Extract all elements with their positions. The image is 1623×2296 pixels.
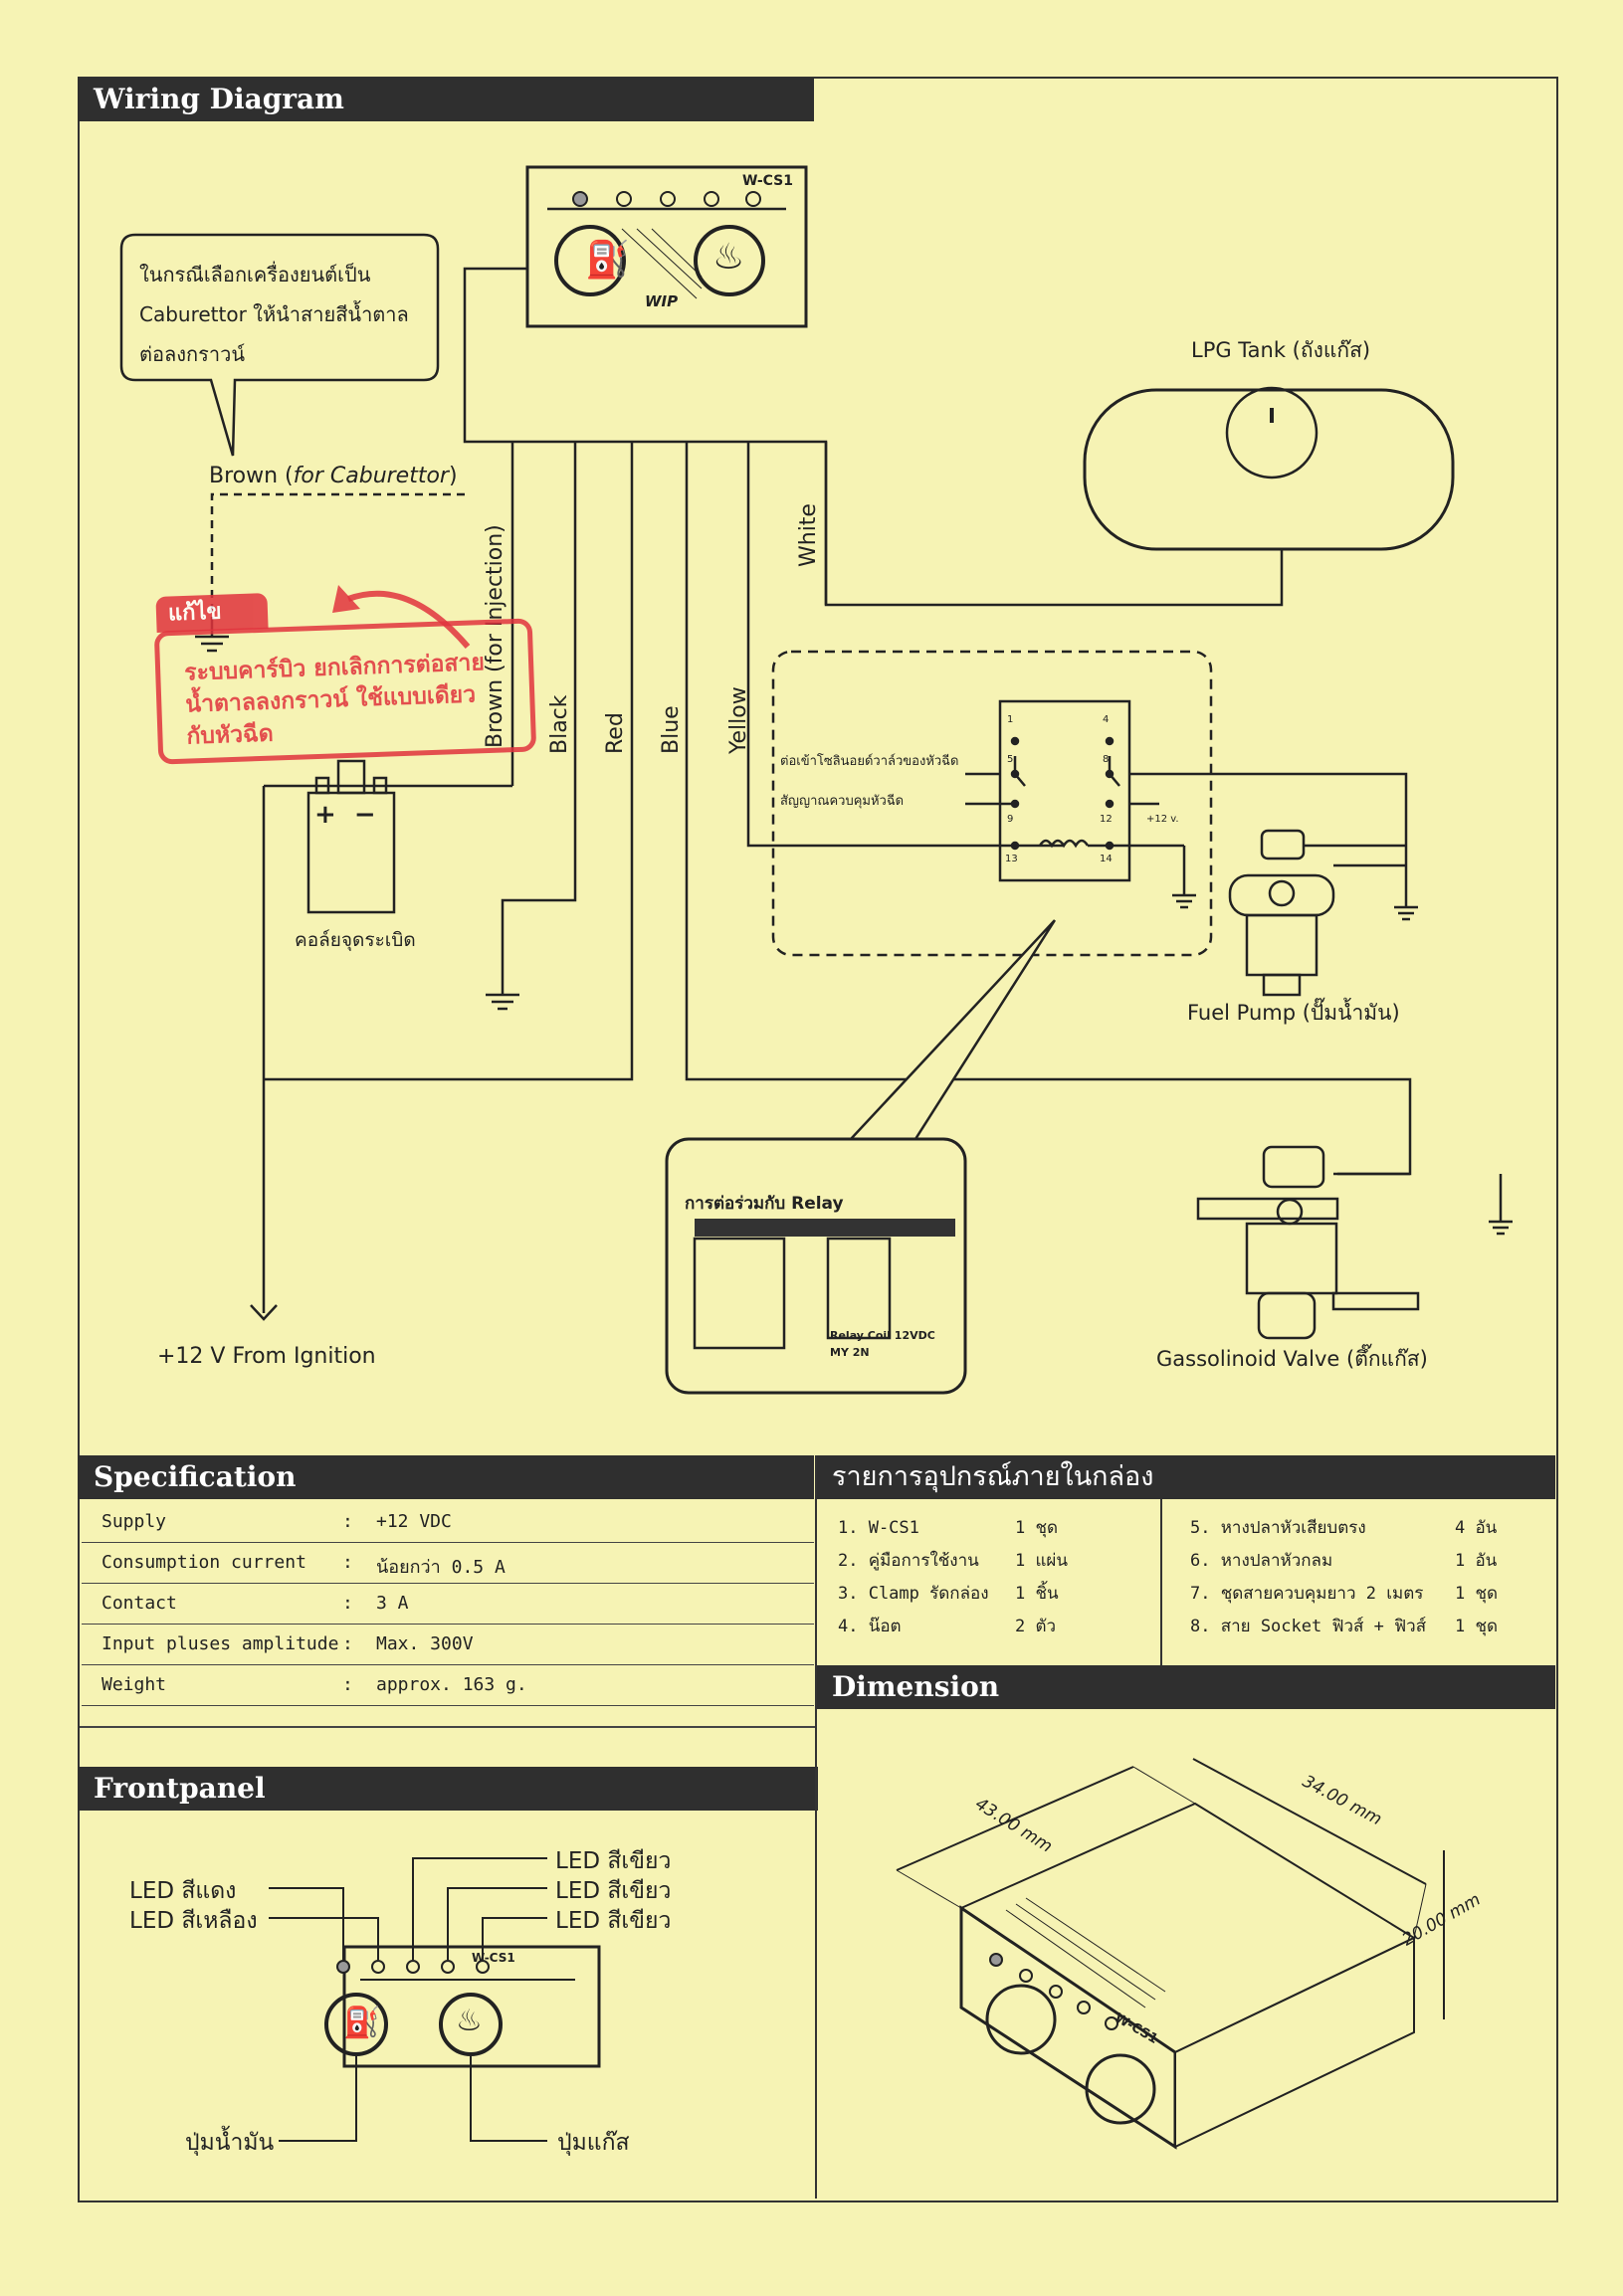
lpg-tank xyxy=(1083,388,1455,551)
wiring-diagram-header: Wiring Diagram xyxy=(78,78,814,121)
correction-stamp-tab: แก้ไข xyxy=(155,593,269,633)
spec-divider xyxy=(80,1726,816,1728)
controller-brand: WIP xyxy=(645,292,679,310)
spec-separator: : xyxy=(342,1552,353,1573)
gas-button-label: ปุ่มแก๊ส xyxy=(557,2130,630,2156)
spec-label: Weight xyxy=(101,1674,167,1695)
relay-info-box xyxy=(665,1137,967,1395)
relay-pin-12: 12 xyxy=(1100,814,1113,825)
frontpanel-drawing xyxy=(269,1857,601,2142)
relay-signal-2: สัญญาณควบคุมหัวฉีด xyxy=(780,794,905,809)
relay-plus-label: +12 v. xyxy=(1146,814,1179,825)
led-green-2-label: LED สีเขียว xyxy=(555,1878,672,1904)
wire-blue-label: Blue xyxy=(659,705,684,754)
spec-row-input: Input pluses amplitude : Max. 300V xyxy=(82,1624,814,1665)
frontpanel-model: W-CS1 xyxy=(472,1951,515,1965)
spec-separator: : xyxy=(342,1674,353,1695)
spec-label: Supply xyxy=(101,1511,167,1532)
spec-label: Contact xyxy=(101,1593,177,1614)
spec-value: +12 VDC xyxy=(376,1511,452,1532)
coil-label: คอล์ยจุดระเบิด xyxy=(295,929,416,951)
lpg-tank-label: LPG Tank (ถังแก๊ส) xyxy=(1191,338,1371,362)
fuel-button-icon: ⛽ xyxy=(585,240,630,281)
dimension-header: Dimension xyxy=(816,1665,1555,1709)
controller-leds xyxy=(572,191,761,207)
spec-separator: : xyxy=(342,1633,353,1654)
specification-header: Specification xyxy=(78,1455,814,1499)
coil-terminals: + − xyxy=(314,800,376,830)
contents-item: 8. สาย Socket ฟิวส์ + ฟิวส์1 ชุด xyxy=(1190,1617,1499,1636)
column-divider xyxy=(815,1455,817,2199)
relay-pin-5: 5 xyxy=(1007,754,1014,765)
led-red-label: LED สีแดง xyxy=(129,1878,237,1904)
note-bubble xyxy=(119,233,440,457)
spec-separator: : xyxy=(342,1593,353,1614)
spec-row-weight: Weight : approx. 163 g. xyxy=(82,1664,814,1706)
relay-box-title: การต่อร่วมกับ Relay xyxy=(685,1194,844,1214)
led-yellow-label: LED สีเหลือง xyxy=(129,1908,258,1934)
relay-pin-1: 1 xyxy=(1007,714,1014,725)
gas-flame-icon: ♨ xyxy=(456,2004,483,2038)
relay-dashed-box xyxy=(771,650,1213,957)
spec-value: น้อยกว่า 0.5 A xyxy=(376,1557,506,1578)
relay-signal-1: ต่อเข้าโซลินอยด์วาล์วของหัวฉีด xyxy=(780,754,959,769)
page-frame xyxy=(78,77,1558,2202)
relay-pin-4: 4 xyxy=(1103,714,1110,725)
led-green-1-label: LED สีเขียว xyxy=(555,1848,672,1874)
wire-black-label: Black xyxy=(547,694,572,754)
led-green-3-label: LED สีเขียว xyxy=(555,1908,672,1934)
wire-white-label: White xyxy=(796,503,821,567)
note-line-3: ต่อลงกราวน์ xyxy=(139,342,246,366)
spec-value: 3 A xyxy=(376,1593,409,1614)
relay-pin-9: 9 xyxy=(1007,814,1014,825)
gas-flame-icon: ♨ xyxy=(712,237,745,278)
spec-row-current: Consumption current : น้อยกว่า 0.5 A xyxy=(82,1542,814,1584)
wire-yellow-label: Yellow xyxy=(726,686,751,754)
wiring-diagram xyxy=(119,165,1513,1395)
note-line-2: Caburettor ให้นำสายสีน้ำตาล xyxy=(139,302,409,326)
ignition-coil xyxy=(306,759,396,914)
note-line-1: ในกรณีเลือกเครื่องยนต์เป็น xyxy=(139,263,371,287)
wire-red-label: Red xyxy=(603,712,628,754)
spec-separator: : xyxy=(342,1511,353,1532)
gassolinoid-valve xyxy=(1196,1145,1420,1340)
box-contents-header: รายการอุปกรณ์ภายในกล่อง xyxy=(816,1455,1555,1499)
relay-caption-2: MY 2N xyxy=(830,1346,870,1359)
fuel-button-label: ปุ่มน้ำมัน xyxy=(185,2130,275,2156)
note-bubble-text: ในกรณีเลือกเครื่องยนต์เป็น Caburettor ให… xyxy=(139,255,409,374)
fuel-pump-label: Fuel Pump (ปั๊มน้ำมัน) xyxy=(1187,1001,1400,1025)
spec-label: Input pluses amplitude xyxy=(101,1633,339,1654)
ignition-label: +12 V From Ignition xyxy=(157,1344,376,1369)
fuel-pump xyxy=(1228,829,1406,997)
relay-symbol xyxy=(998,699,1131,882)
valve-label: Gassolinoid Valve (ตึ๊กแก๊ส) xyxy=(1156,1347,1428,1371)
relay-pin-8: 8 xyxy=(1103,754,1110,765)
dimension-drawing xyxy=(896,1758,1445,2150)
spec-value: approx. 163 g. xyxy=(376,1674,527,1695)
relay-pin-13: 13 xyxy=(1005,854,1018,864)
fuel-pump-icon: ⛽ xyxy=(343,2006,381,2040)
controller-model: W-CS1 xyxy=(742,173,793,189)
relay-pin-14: 14 xyxy=(1100,854,1113,864)
frontpanel-header: Frontpanel xyxy=(78,1767,818,1811)
spec-row-contact: Contact : 3 A xyxy=(82,1583,814,1625)
contents-divider xyxy=(1160,1499,1162,1665)
controller-unit xyxy=(525,165,808,328)
relay-caption-1: Relay Coil 12VDC xyxy=(830,1329,935,1342)
spec-row-supply: Supply : +12 VDC xyxy=(82,1501,814,1543)
spec-label: Consumption current xyxy=(101,1552,306,1573)
spec-value: Max. 300V xyxy=(376,1633,474,1654)
brown-carburettor-label: Brown (for Caburettor) xyxy=(209,464,458,488)
correction-stamp: ระบบคาร์บิว ยกเลิกการต่อสาย น้ำตาลลงกราว… xyxy=(153,618,537,765)
